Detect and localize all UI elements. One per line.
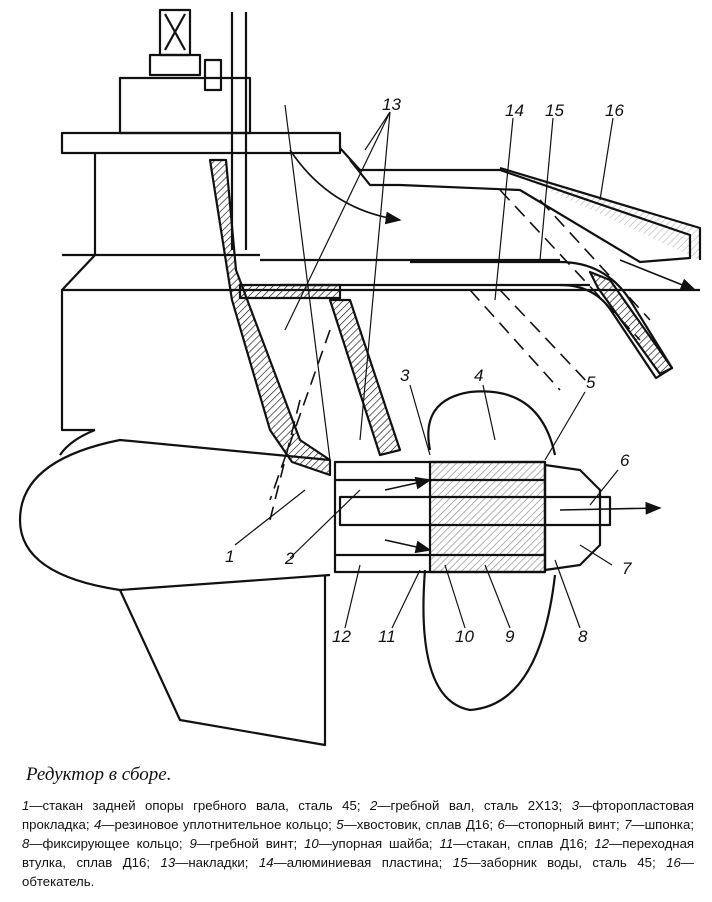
legend-item-number: 1: [22, 798, 30, 813]
legend-item: 2—гребной вал, сталь 2Х13;: [369, 798, 563, 813]
leader-lines: [234, 111, 619, 629]
callout-4: 4: [474, 366, 483, 385]
legend-item: 13—накладки;: [160, 855, 249, 870]
legend-item: 7—шпонка;: [624, 817, 694, 832]
skeg: [59, 428, 327, 747]
parts-legend: 1—стакан задней опоры гребного вала, ста…: [22, 796, 694, 891]
legend-item-text: резиновое уплотнительное кольцо;: [114, 817, 332, 832]
legend-item-number: 12: [594, 836, 610, 851]
propeller-shaft-assembly: [333, 460, 612, 574]
legend-item-text: стопорный винт;: [518, 817, 620, 832]
hatched-strut: [328, 298, 402, 457]
figure-caption: Редуктор в сборе. 1—стакан задней опоры …: [22, 764, 694, 891]
legend-item-number: 11: [439, 836, 454, 851]
callout-3: 3: [400, 366, 410, 385]
legend-item: 10—упорная шайба;: [304, 836, 433, 851]
callout-5: 5: [586, 373, 596, 392]
legend-item-number: 14: [258, 855, 274, 870]
legend-item-text: стакан задней опоры гребного вала, сталь…: [42, 798, 361, 813]
legend-item-text: заборник воды, сталь 45;: [480, 855, 656, 870]
legend-item-number: 5: [336, 817, 344, 832]
gear-housing-torpedo: [18, 438, 331, 592]
legend-item: 9—гребной винт;: [189, 836, 298, 851]
legend-item-text: хвостовик, сплав Д16;: [356, 817, 494, 832]
legend-item-number: 7: [624, 817, 632, 832]
legend-item: 12—переходная втулка, сплав Д16;: [22, 836, 695, 870]
callout-6: 6: [620, 451, 630, 470]
callout-16: 16: [605, 101, 624, 120]
legend-item: 6—стопорный винт;: [497, 817, 620, 832]
figure-title: Редуктор в сборе.: [26, 764, 172, 785]
legend-item-text: накладки;: [188, 855, 249, 870]
propeller-blade-upper: [427, 390, 557, 456]
legend-item: 8—фиксирующее кольцо;: [22, 836, 183, 851]
legend-item: 5—хвостовик, сплав Д16;: [336, 817, 494, 832]
callout-11: 11: [378, 627, 396, 646]
hatched-plate: [238, 283, 342, 300]
callout-15: 15: [545, 101, 564, 120]
gearbox-assembly-drawing: 13 14 15 16 3 4 5 6 7 1 2 12 11 10 9 8: [18, 8, 702, 747]
legend-item-number: 13: [160, 855, 176, 870]
intake-pipe: [410, 260, 674, 380]
callout-9: 9: [505, 627, 515, 646]
legend-item-text: переходная втулка, сплав Д16;: [22, 836, 695, 870]
legend-item: 11—стакан, сплав Д16;: [439, 836, 588, 851]
legend-item: 16—обтекатель.: [22, 855, 694, 889]
callout-12: 12: [332, 627, 351, 646]
legend-item-number: 3: [571, 798, 580, 813]
legend-item: 15—заборник воды, сталь 45;: [452, 855, 656, 870]
fairing: [499, 166, 702, 260]
legend-item-number: 8: [22, 836, 30, 851]
legend-item-text: гребной винт;: [210, 836, 298, 851]
callout-10: 10: [455, 627, 474, 646]
legend-item-text: шпонка;: [644, 817, 694, 832]
legend-item: 4—резиновое уплотнительное кольцо;: [93, 817, 332, 832]
callout-14: 14: [505, 101, 524, 120]
hidden-lines: [269, 189, 651, 521]
legend-item-text: фиксирующее кольцо;: [42, 836, 183, 851]
callout-8: 8: [578, 627, 588, 646]
water-scoop-duct: [339, 147, 692, 264]
legend-item: 1—стакан задней опоры гребного вала, ста…: [22, 798, 361, 813]
legend-item-text: алюминиевая пластина;: [286, 855, 443, 870]
legend-item-number: 10: [304, 836, 319, 851]
legend-item-number: 16: [666, 855, 681, 870]
propeller-blade-lower: [422, 569, 557, 712]
legend-item-number: 4: [93, 817, 102, 832]
legend-item-text: упорная шайба;: [331, 836, 433, 851]
legend-item-text: стакан, сплав Д16;: [466, 836, 588, 851]
legend-item-text: обтекатель.: [22, 874, 95, 889]
legend-item-text: фторопластовая прокладка;: [22, 798, 694, 832]
callout-7: 7: [622, 559, 632, 578]
intake-pipe-hatch: [588, 270, 674, 376]
legend-item-number: 15: [452, 855, 468, 870]
top-fitting: [148, 8, 248, 250]
legend-item-number: 9: [189, 836, 197, 851]
legend-item: 3—фторопластовая прокладка;: [22, 798, 694, 832]
legend-item-number: 6: [497, 817, 505, 832]
callout-2: 2: [284, 549, 295, 568]
callout-13: 13: [382, 95, 401, 114]
legend-item: 14—алюминиевая пластина;: [258, 855, 443, 870]
legend-item-text: гребной вал, сталь 2Х13;: [390, 798, 563, 813]
hatched-wall-section: [208, 158, 332, 477]
callout-1: 1: [225, 547, 234, 566]
legend-item-number: 2: [369, 798, 378, 813]
